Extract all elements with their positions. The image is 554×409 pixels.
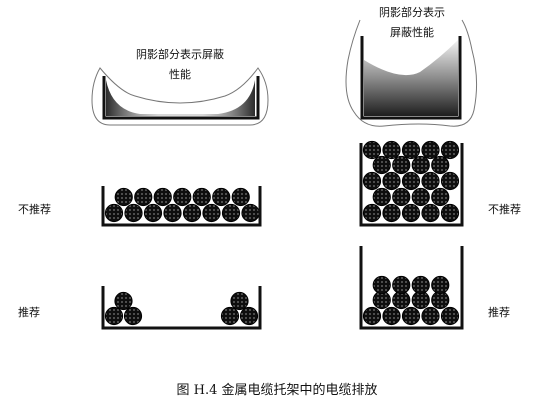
cable-bundle — [392, 187, 411, 207]
cable-bundle — [382, 140, 401, 160]
cable-bundle — [362, 140, 382, 160]
shield-shading — [364, 40, 458, 116]
cable-bundle — [104, 306, 124, 326]
tray-body — [101, 286, 262, 330]
label-recommended: 推荐 — [488, 305, 510, 319]
cable-bundle — [401, 203, 421, 223]
cable-bundle — [392, 155, 411, 175]
cable-bundle — [431, 275, 450, 295]
cable-bundle — [372, 275, 391, 295]
cable-bundle — [182, 203, 202, 223]
cable-bundle — [362, 306, 382, 326]
cable-bundle — [143, 203, 163, 223]
cable-bundle — [421, 140, 440, 160]
cable-bundle — [440, 203, 460, 223]
cable-bundle — [440, 140, 460, 160]
cable-bundle — [431, 155, 450, 175]
tray-body — [102, 76, 260, 120]
cable-bundle — [114, 187, 133, 207]
cable-bundles — [104, 291, 259, 326]
tray-deep-bottom: 推荐 — [359, 246, 510, 330]
shield-outline — [345, 19, 478, 127]
tray-body — [359, 143, 464, 227]
cable-bundle — [124, 203, 143, 223]
cable-bundle — [401, 171, 421, 191]
cable-bundle — [362, 171, 382, 191]
cable-bundle — [163, 203, 182, 223]
cable-bundles — [362, 140, 460, 223]
cable-bundle — [392, 275, 411, 295]
cable-bundle — [372, 187, 391, 207]
figure-caption: 图 H.4 金属电缆托架中的电缆排放 — [176, 382, 377, 398]
cable-bundle — [212, 187, 231, 207]
shield-outline — [91, 67, 269, 126]
cable-bundle — [221, 203, 241, 223]
shield-label-line1: 阴影部分表示 — [379, 5, 445, 19]
tray-stacked-layers: 不推荐 — [359, 140, 521, 227]
label-recommended: 推荐 — [18, 305, 40, 319]
cable-bundle — [362, 203, 382, 223]
shield-label-line2: 性能 — [169, 67, 191, 81]
cable-bundle — [411, 155, 430, 175]
cable-bundle — [134, 187, 153, 207]
cable-bundle — [173, 187, 192, 207]
cable-bundles — [104, 187, 260, 223]
cable-bundle — [104, 203, 124, 223]
tray-body — [360, 36, 462, 120]
tray-side-placement: 推荐 — [18, 286, 262, 330]
cable-bundle — [153, 187, 172, 207]
cable-bundle — [440, 171, 460, 191]
cable-bundle — [421, 171, 440, 191]
label-not-recommended: 不推荐 — [18, 202, 51, 216]
cable-bundle — [382, 203, 401, 223]
cable-bundle — [220, 306, 240, 326]
cable-bundle — [382, 171, 401, 191]
deep-tray-shielding: 阴影部分表示 屏蔽性能 — [345, 5, 478, 127]
cable-bundle — [231, 187, 250, 207]
cable-bundle — [241, 203, 260, 223]
cable-bundle — [431, 187, 450, 207]
shield-shading — [106, 80, 255, 116]
label-not-recommended: 不推荐 — [488, 202, 521, 216]
cable-bundle — [411, 187, 430, 207]
tray-body — [359, 246, 464, 330]
cable-bundle — [401, 306, 421, 326]
cable-bundle — [230, 291, 249, 311]
tray-body — [101, 186, 262, 227]
cable-bundle — [421, 306, 440, 326]
cable-bundle — [401, 140, 421, 160]
cable-bundle — [440, 306, 460, 326]
tray-full-layer: 不推荐 — [18, 186, 262, 227]
cable-bundle — [372, 155, 391, 175]
cable-bundle — [202, 203, 221, 223]
cable-bundle — [382, 306, 401, 326]
shallow-tray-shielding: 阴影部分表示屏蔽 性能 — [91, 47, 269, 126]
shield-label-line2: 屏蔽性能 — [390, 25, 434, 39]
cable-bundle — [411, 275, 430, 295]
shield-label-line1: 阴影部分表示屏蔽 — [136, 47, 224, 61]
cable-bundle — [239, 306, 259, 326]
cable-bundle — [114, 291, 133, 311]
cable-bundles — [362, 275, 460, 326]
cable-bundle — [192, 187, 211, 207]
cable-bundle — [123, 306, 143, 326]
cable-bundle — [421, 203, 440, 223]
